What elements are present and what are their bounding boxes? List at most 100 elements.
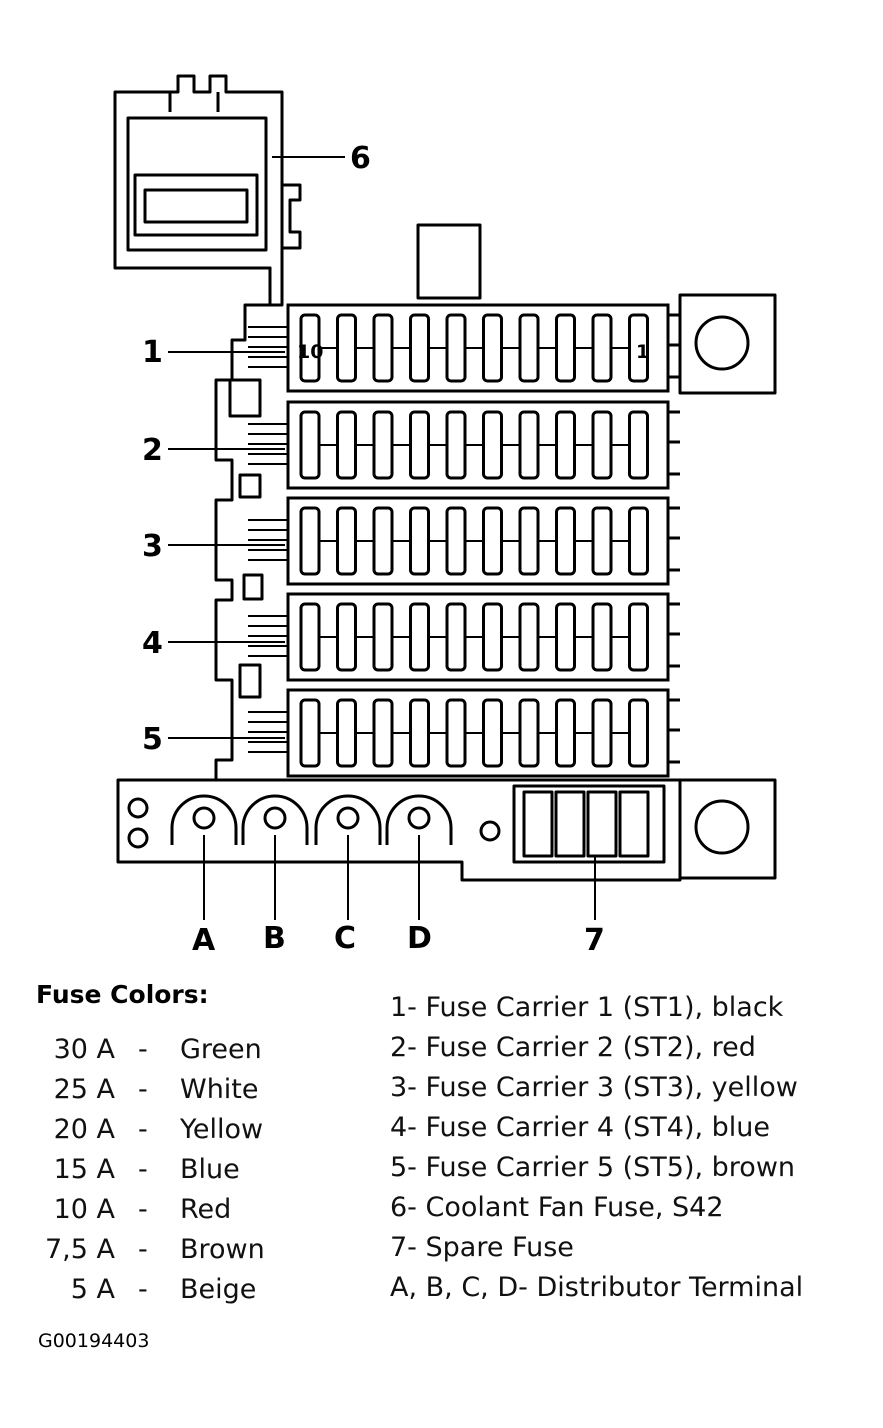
fuse-slot — [628, 506, 649, 576]
component-legend: 1- Fuse Carrier 1 (ST1), black 2- Fuse C… — [390, 988, 870, 1308]
fuse-slot — [555, 410, 576, 480]
legend-item: 1- Fuse Carrier 1 (ST1), black — [390, 992, 784, 1023]
fuse-slot — [482, 602, 503, 672]
callout-carrier-3: 3 — [142, 529, 163, 564]
fuse-slot — [591, 313, 613, 383]
fuse-slot — [518, 506, 540, 576]
callout-carrier-5: 5 — [142, 722, 163, 757]
callout-terminal-b: B — [263, 921, 286, 956]
fuse-slot — [518, 602, 540, 672]
top-tab — [416, 223, 482, 300]
fuse-slot — [336, 602, 357, 672]
fuse-slot — [482, 698, 503, 768]
fuse-amp: 7,5 A — [45, 1234, 115, 1265]
fuse-slot — [336, 410, 357, 480]
fuse-amp: 25 A — [53, 1074, 115, 1105]
fuse-box-diagram: 10 1 1 2 3 4 5 6 A B C D 7 — [113, 74, 777, 958]
fuse-color-row: 7,5 A - Brown — [0, 1230, 330, 1270]
fuse-slot — [445, 698, 467, 768]
fuse-slot — [299, 410, 321, 480]
fuse-amp: 5 A — [70, 1274, 115, 1305]
fuse-color-name: Red — [180, 1194, 232, 1225]
fuse-slot — [409, 602, 430, 672]
fuse-slot — [409, 698, 430, 768]
fuse-slot — [518, 410, 540, 480]
fuse-slot — [445, 602, 467, 672]
callout-spare-fuse: 7 — [584, 923, 605, 958]
fuse-amp: 10 A — [53, 1194, 115, 1225]
fuse-color-name: Blue — [180, 1154, 240, 1185]
hole-icon — [479, 820, 501, 842]
callout-carrier-4: 4 — [142, 626, 163, 661]
fuse-slot — [445, 410, 467, 480]
fuse-slot — [299, 602, 321, 672]
side-terminal — [668, 698, 680, 764]
fuse-slot — [299, 506, 321, 576]
fuse-slot — [336, 698, 357, 768]
fuse-color-name: Yellow — [180, 1114, 264, 1145]
fuse-slot — [372, 506, 394, 576]
fuse-slot — [372, 410, 394, 480]
fuse-color-row: 10 A - Red — [0, 1190, 330, 1230]
legend-item: 5- Fuse Carrier 5 (ST5), brown — [390, 1152, 796, 1183]
hole-icon — [127, 827, 149, 849]
slot-label-left: 10 — [297, 341, 323, 363]
fuse-slot — [628, 313, 649, 383]
fuse-slot — [628, 698, 649, 768]
fuse-slot — [518, 698, 540, 768]
separator: - — [138, 1034, 148, 1065]
fuse-color-name: Green — [180, 1034, 262, 1065]
fuse-slot — [336, 313, 357, 383]
fuse-slot — [445, 313, 467, 383]
fuse-color-row: 30 A - Green — [0, 1030, 330, 1070]
fuse-color-table: 30 A - Green 25 A - White 20 A - Yellow … — [0, 1030, 330, 1320]
hole-icon — [127, 797, 149, 819]
fuse-colors-title: Fuse Colors: — [36, 980, 209, 1009]
fuse-slot — [555, 506, 576, 576]
fuse-color-row: 15 A - Blue — [0, 1150, 330, 1190]
legend-item: 4- Fuse Carrier 4 (ST4), blue — [390, 1112, 771, 1143]
legend-item: 7- Spare Fuse — [390, 1232, 574, 1263]
separator: - — [138, 1074, 148, 1105]
callout-carrier-2: 2 — [142, 433, 163, 468]
separator: - — [138, 1274, 148, 1305]
fuse-slot — [409, 506, 430, 576]
fuse-amp: 15 A — [53, 1154, 115, 1185]
fuse-color-row: 20 A - Yellow — [0, 1110, 330, 1150]
separator: - — [138, 1234, 148, 1265]
fuse-slot — [591, 602, 613, 672]
fuse-color-name: Beige — [180, 1274, 257, 1305]
fuse-color-name: White — [180, 1074, 259, 1105]
bolt-icon — [694, 799, 750, 855]
fuse-slot — [299, 698, 321, 768]
fuse-slot — [591, 506, 613, 576]
legend-item: 3- Fuse Carrier 3 (ST3), yellow — [390, 1072, 798, 1103]
callout-terminal-a: A — [192, 923, 216, 958]
mounting-bracket-top — [678, 293, 777, 395]
fuse-slot — [555, 698, 576, 768]
side-terminal — [668, 313, 680, 379]
fuse-slot — [482, 410, 503, 480]
fuse-slot — [591, 698, 613, 768]
callout-terminal-c: C — [334, 921, 356, 956]
separator: - — [138, 1154, 148, 1185]
callout-carrier-1: 1 — [142, 335, 163, 370]
side-terminal — [668, 506, 680, 572]
fuse-color-name: Brown — [180, 1234, 265, 1265]
legend-item: 6- Coolant Fan Fuse, S42 — [390, 1192, 724, 1223]
connector-side-strip — [214, 266, 272, 780]
fuse-slot — [372, 602, 394, 672]
terminal-lugs — [170, 794, 453, 845]
fuse-slot — [628, 410, 649, 480]
legend-item: A, B, C, D- Distributor Terminal — [390, 1272, 804, 1303]
bolt-icon — [694, 315, 750, 371]
fuse-slot — [628, 602, 649, 672]
separator: - — [138, 1194, 148, 1225]
image-code: G00194403 — [38, 1330, 150, 1352]
callout-coolant-fan-fuse: 6 — [350, 141, 371, 176]
fuse-slot — [591, 410, 613, 480]
leader-lines — [168, 156, 596, 920]
side-terminal — [668, 602, 680, 668]
legend-item: 2- Fuse Carrier 2 (ST2), red — [390, 1032, 756, 1063]
spare-fuse-block — [512, 784, 666, 864]
